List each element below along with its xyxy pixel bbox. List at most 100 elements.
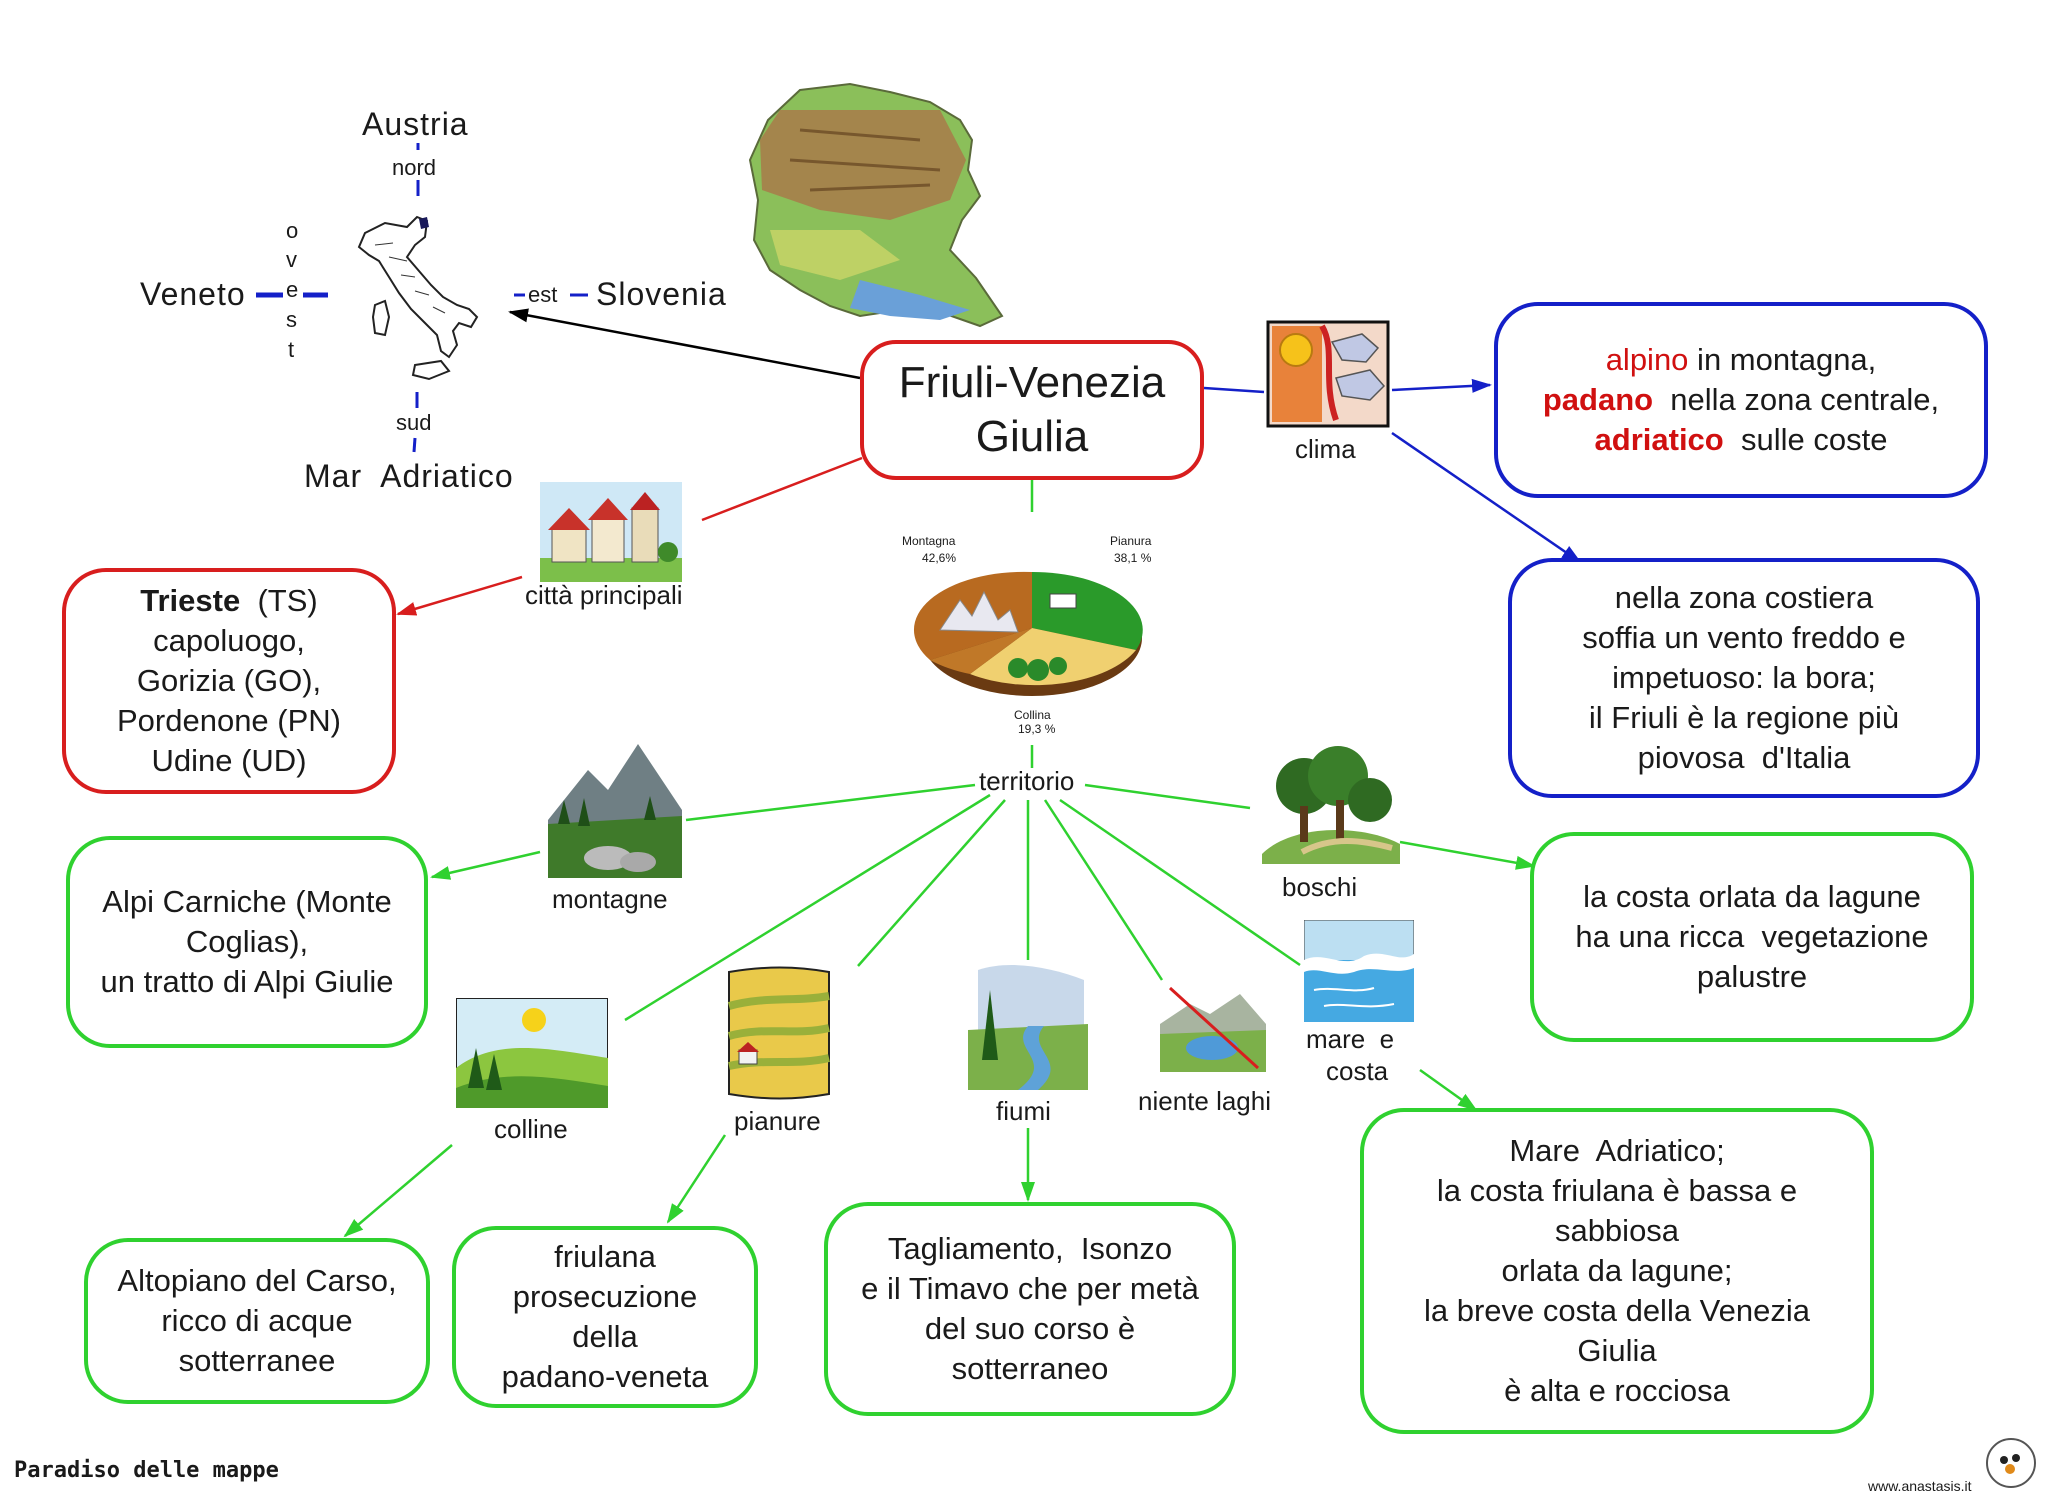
citta-line-2: Gorizia (GO), <box>136 663 322 698</box>
line-title-clima <box>1203 386 1265 394</box>
boschi-line-1: la costa orlata da lagune <box>1583 879 1921 914</box>
citta-line-3: Pordenone (PN) <box>116 703 341 738</box>
sea-icon <box>1304 920 1414 1022</box>
mare-label-1: mare e <box>1306 1024 1395 1054</box>
montagne-line-1: Alpi Carniche (Monte <box>102 884 392 919</box>
south-label: sud <box>396 410 432 435</box>
pianure-line-4: padano-veneta <box>501 1359 709 1394</box>
line-territorio-colline <box>624 793 991 1022</box>
laghi-label: niente laghi <box>1138 1086 1271 1116</box>
fiumi-line-2: e il Timavo che per metà <box>861 1271 1199 1306</box>
pie-collina-label: Collina <box>1014 708 1051 722</box>
montagne-line-2: Coglias), <box>185 924 309 959</box>
town-icon <box>540 482 682 582</box>
montagne-box: Alpi Carniche (Monte Coglias), un tratto… <box>66 836 428 1048</box>
title-line-1: Friuli-Venezia <box>898 358 1166 407</box>
boschi-line-3: palustre <box>1696 959 1808 994</box>
footer-website: www.anastasis.it <box>1868 1478 1972 1494</box>
boschi-label: boschi <box>1282 872 1358 902</box>
mare-label-2: costa <box>1326 1056 1389 1086</box>
territorio-label: territorio <box>979 766 1075 796</box>
line-clima-box1 <box>1391 378 1492 393</box>
colline-label: colline <box>494 1114 568 1144</box>
mare-line-6: Giulia <box>1577 1333 1657 1368</box>
friuli-relief-map-icon <box>748 82 1004 328</box>
south-sea: Mar Adriatico <box>304 458 514 494</box>
citta-line-1: capoluogo, <box>153 623 305 658</box>
colline-line-3: sotterranee <box>178 1343 336 1378</box>
clima-adriatico: adriatico <box>1594 422 1724 457</box>
mare-line-5: la breve costa della Venezia <box>1423 1293 1811 1328</box>
line-boschi-box <box>1399 840 1536 870</box>
fiumi-line-1: Tagliamento, Isonzo <box>887 1231 1173 1266</box>
main-title: Friuli-Venezia Giulia <box>860 340 1204 480</box>
pianure-line-3: della <box>572 1319 638 1354</box>
line-territorio-laghi <box>1043 799 1164 981</box>
mare-line-4: orlata da lagune; <box>1501 1253 1733 1288</box>
east-country: Slovenia <box>596 276 727 312</box>
forest-icon <box>1262 746 1400 864</box>
line-mare-box <box>1419 1068 1478 1112</box>
pie-montagna-value: 42,6% <box>922 551 957 565</box>
title-line-2: Giulia <box>975 412 1089 461</box>
pie-collina-value: 19,3 % <box>1018 722 1056 736</box>
line-title-citta <box>701 456 863 522</box>
territory-pie-icon <box>913 571 1143 696</box>
clima-label: clima <box>1295 434 1356 464</box>
clima-bora-line-3: impetuoso: la bora; <box>1612 660 1876 695</box>
pie-montagna-label: Montagna <box>902 534 956 548</box>
fiumi-line-3: del suo corso è <box>924 1311 1136 1346</box>
clima-alpino: alpino <box>1605 342 1689 377</box>
west-label-t: t <box>288 337 295 362</box>
pianure-line-1: friulana <box>554 1239 656 1274</box>
line-territorio-montagne <box>685 783 976 822</box>
mare-line-3: sabbiosa <box>1554 1213 1680 1248</box>
no-lakes-icon <box>1160 986 1266 1072</box>
pianure-line-2: prosecuzione <box>512 1279 698 1314</box>
pie-pianura-value: 38,1 % <box>1114 551 1152 565</box>
north-country: Austria <box>362 106 469 142</box>
clima-padano: padano <box>1542 382 1654 417</box>
clima-adriatico-text: sulle coste <box>1723 422 1888 457</box>
west-label-e: e <box>286 277 299 302</box>
clima-box-2: nella zona costiera soffia un vento fred… <box>1508 558 1980 798</box>
citta-box: Trieste (TS) capoluogo, Gorizia (GO), Po… <box>62 568 396 794</box>
compass-south-line-b <box>412 437 417 453</box>
line-clima-box2 <box>1391 431 1582 564</box>
colline-box: Altopiano del Carso, ricco di acque sott… <box>84 1238 430 1404</box>
mountains-icon <box>548 740 682 878</box>
pie-pianura-label: Pianura <box>1110 534 1152 548</box>
west-label-v: v <box>286 247 297 272</box>
citta-line-4: Udine (UD) <box>151 743 307 778</box>
boschi-box: la costa orlata da lagune ha una ricca v… <box>1530 832 1974 1042</box>
clima-bora-line-2: soffia un vento freddo e <box>1582 620 1906 655</box>
line-territorio-pianure <box>857 799 1006 967</box>
west-label-s: s <box>286 307 297 332</box>
clima-alpino-text: in montagna, <box>1688 342 1877 377</box>
plains-icon <box>727 966 830 1100</box>
line-pianure-box <box>666 1134 727 1224</box>
clima-bora-line-4: il Friuli è la regione più <box>1588 700 1900 735</box>
clima-box-1: alpino in montagna, padano nella zona ce… <box>1494 302 1988 498</box>
line-colline-box <box>343 1144 453 1238</box>
supermappe-logo-icon <box>1986 1438 2036 1488</box>
fiumi-label: fiumi <box>996 1096 1051 1126</box>
clima-bora-line-5: piovosa d'Italia <box>1637 740 1851 775</box>
line-territorio-mare <box>1059 798 1301 967</box>
line-citta-box <box>396 575 523 616</box>
hills-icon <box>456 998 608 1108</box>
clima-padano-text: nella zona centrale, <box>1653 382 1940 417</box>
colline-line-2: ricco di acque <box>161 1303 353 1338</box>
mare-box: Mare Adriatico; la costa friulana è bass… <box>1360 1108 1874 1434</box>
citta-trieste: Trieste <box>140 583 241 618</box>
fiumi-line-4: sotterraneo <box>951 1351 1109 1386</box>
clima-bora-line-1: nella zona costiera <box>1614 580 1874 615</box>
mare-line-2: la costa friulana è bassa e <box>1436 1173 1798 1208</box>
citta-label: città principali <box>525 580 683 610</box>
italy-map-icon <box>357 215 479 381</box>
line-montagne-box <box>430 850 541 880</box>
river-icon <box>968 960 1088 1090</box>
boschi-line-2: ha una ricca vegetazione <box>1575 919 1929 954</box>
